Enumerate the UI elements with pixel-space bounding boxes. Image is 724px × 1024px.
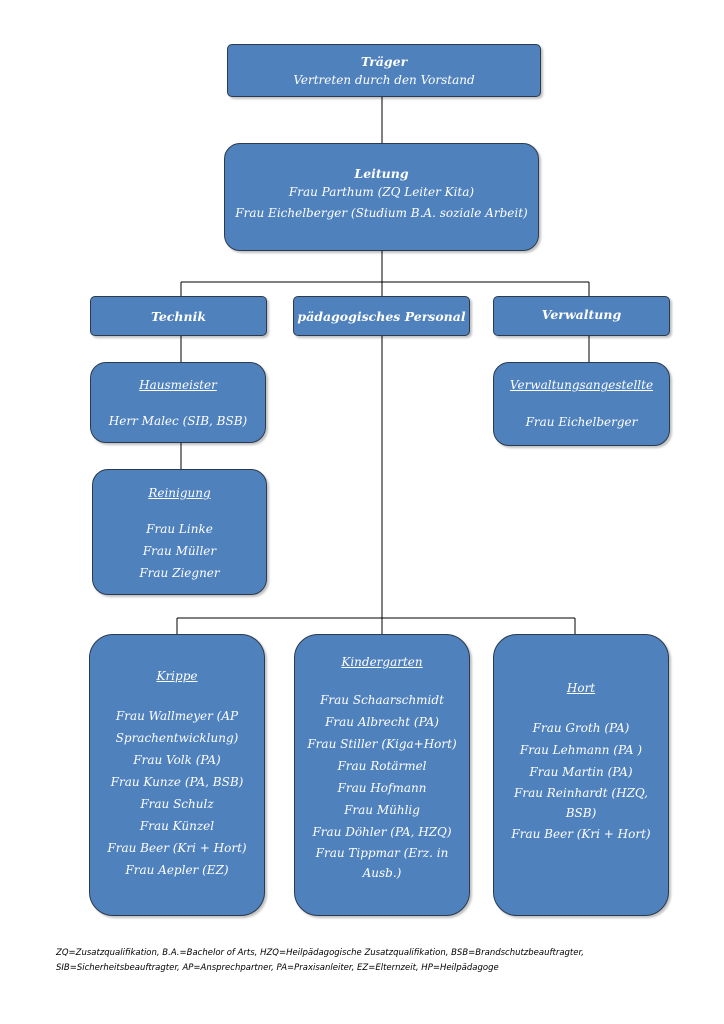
verwaltung-title: Verwaltung [541, 307, 622, 322]
kindergarten-line: Frau Albrecht (PA) [325, 715, 439, 729]
krippe-line: Frau Wallmeyer (AP [115, 709, 239, 723]
kindergarten-line: Frau Döhler (PA, HZQ) [312, 825, 452, 839]
reinigung-line: Frau Linke [146, 522, 213, 536]
hort-line: BSB) [565, 806, 597, 820]
legend-line: ZQ=Zusatzqualifikation, B.A.=Bachelor of… [56, 948, 584, 958]
verwaltung-box: Verwaltung [493, 296, 670, 336]
krippe-line: Frau Beer (Kri + Hort) [107, 841, 247, 855]
kindergarten-line: Ausb.) [362, 866, 402, 880]
leitung-line: Frau Parthum (ZQ Leiter Kita) [288, 185, 475, 199]
technik-title: Technik [150, 309, 207, 324]
hausmeister-line: Herr Malec (SIB, BSB) [108, 414, 248, 428]
kindergarten-line: Frau Stiller (Kiga+Hort) [307, 737, 457, 751]
krippe-line: Frau Schulz [140, 797, 214, 811]
hort-line: Frau Reinhardt (HZQ, [514, 786, 648, 800]
kindergarten-title: Kindergarten [341, 655, 423, 669]
kindergarten-line: Frau Mühlig [344, 803, 420, 817]
krippe-line: Frau Kunze (PA, BSB) [110, 775, 244, 789]
leitung-title: Leitung [354, 166, 409, 181]
krippe-title: Krippe [156, 669, 198, 683]
technik-box: Technik [90, 296, 267, 336]
kindergarten-line: Frau Tippmar (Erz. in [315, 846, 449, 860]
hort-title: Hort [566, 681, 596, 695]
abbreviation-legend: ZQ=Zusatzqualifikation, B.A.=Bachelor of… [56, 946, 696, 976]
krippe-line: Sprachentwicklung) [115, 731, 239, 745]
kindergarten-box: Kindergarten Frau Schaarschmidt Frau Alb… [294, 634, 470, 916]
kindergarten-line: Frau Hofmann [337, 781, 427, 795]
hausmeister-box: Hausmeister Herr Malec (SIB, BSB) [90, 362, 266, 443]
verwaltungsangestellte-title: Verwaltungsangestellte [509, 378, 654, 392]
reinigung-box: Reinigung Frau Linke Frau Müller Frau Zi… [92, 469, 267, 595]
krippe-box: Krippe Frau Wallmeyer (AP Sprachentwickl… [89, 634, 265, 916]
hort-line: Frau Lehmann (PA ) [519, 743, 643, 757]
krippe-line: Frau Künzel [139, 819, 215, 833]
verwaltungsangestellte-line: Frau Eichelberger [525, 415, 638, 429]
krippe-line: Frau Volk (PA) [133, 753, 221, 767]
leitung-line: Frau Eichelberger (Studium B.A. soziale … [235, 206, 528, 220]
traeger-title: Träger [360, 54, 408, 69]
hort-box: Hort Frau Groth (PA) Frau Lehmann (PA ) … [493, 634, 669, 916]
leitung-box: Leitung Frau Parthum (ZQ Leiter Kita) Fr… [224, 143, 539, 251]
reinigung-title: Reinigung [148, 486, 211, 500]
legend-line: SIB=Sicherheitsbeauftragter, AP=Ansprech… [56, 963, 499, 973]
kindergarten-line: Frau Schaarschmidt [320, 693, 444, 707]
traeger-box: Träger Vertreten durch den Vorstand [227, 44, 541, 97]
hort-line: Frau Martin (PA) [529, 765, 633, 779]
hort-line: Frau Groth (PA) [532, 721, 630, 735]
reinigung-line: Frau Ziegner [139, 566, 220, 580]
krippe-line: Frau Aepler (EZ) [125, 863, 229, 877]
reinigung-line: Frau Müller [142, 544, 217, 558]
paed-personal-box: pädagogisches Personal [293, 296, 470, 336]
traeger-subtitle: Vertreten durch den Vorstand [293, 73, 475, 87]
verwaltungsangestellte-box: Verwaltungsangestellte Frau Eichelberger [493, 362, 670, 446]
hort-line: Frau Beer (Kri + Hort) [511, 827, 651, 841]
kindergarten-line: Frau Rotärmel [337, 759, 427, 773]
hausmeister-title: Hausmeister [139, 378, 217, 392]
paed-personal-title: pädagogisches Personal [297, 309, 466, 324]
